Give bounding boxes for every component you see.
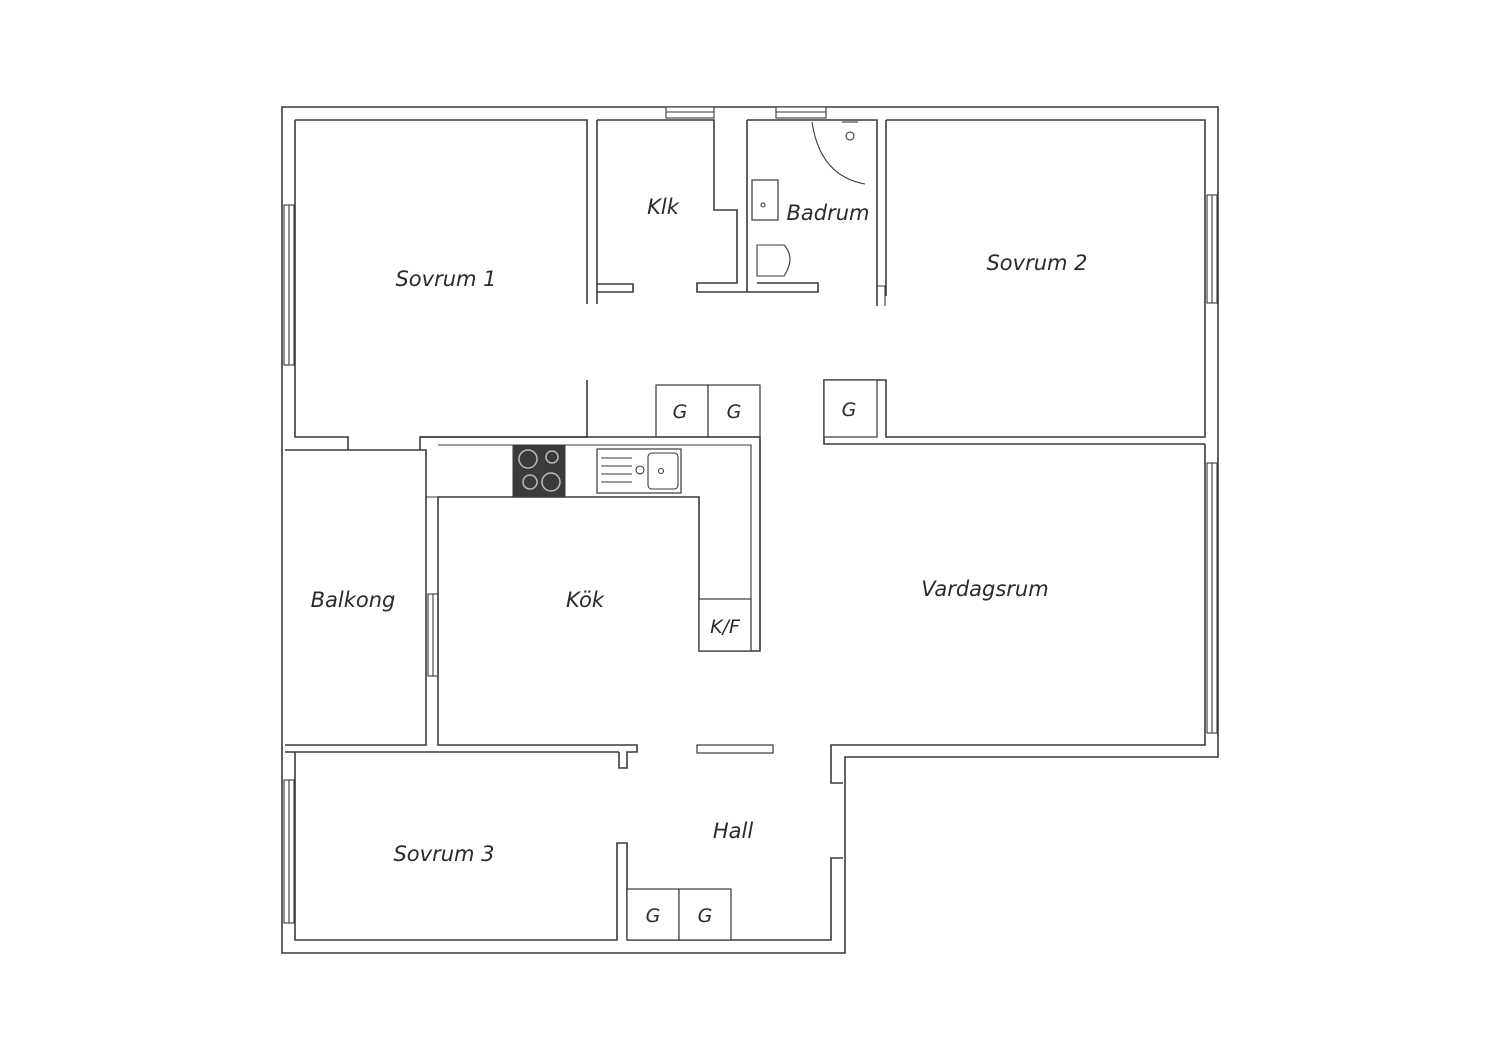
shower-head-icon bbox=[845, 131, 855, 141]
wardrobe-label: G bbox=[646, 905, 661, 927]
wardrobe bbox=[626, 888, 680, 941]
windows bbox=[283, 106, 1218, 924]
room-klk: Klk bbox=[596, 119, 748, 304]
room-balkong: Balkong bbox=[285, 449, 427, 746]
room-sovrum-1: Sovrum 1 bbox=[294, 119, 588, 450]
wardrobe-label: G bbox=[673, 401, 688, 423]
room-label-klk: Klk bbox=[647, 195, 680, 219]
room-label-kok: Kök bbox=[566, 588, 605, 612]
room-badrum: Badrum bbox=[747, 119, 886, 306]
room-sovrum-2: Sovrum 2 bbox=[823, 119, 1206, 445]
wardrobe-label: G bbox=[842, 399, 857, 421]
outer-walls bbox=[281, 106, 1219, 954]
toilet-icon bbox=[756, 244, 791, 277]
room-vardagsrum: Vardagsrum bbox=[696, 444, 1206, 784]
wardrobes-upper: G G G bbox=[655, 379, 878, 438]
wardrobe-label: G bbox=[727, 401, 742, 423]
fridge-freezer-label: K/F bbox=[710, 616, 741, 638]
wardrobe bbox=[678, 888, 732, 941]
room-label-balkong: Balkong bbox=[311, 588, 396, 612]
sink-icon bbox=[751, 179, 779, 221]
room-label-sovrum-3: Sovrum 3 bbox=[393, 842, 494, 866]
room-label-hall: Hall bbox=[713, 819, 753, 843]
shower-door-icon bbox=[811, 121, 866, 185]
room-sovrum-3: Sovrum 3 bbox=[285, 751, 628, 941]
room-kok: K/F Kök bbox=[420, 436, 761, 769]
room-label-sovrum-1: Sovrum 1 bbox=[395, 267, 496, 291]
room-label-sovrum-2: Sovrum 2 bbox=[986, 251, 1087, 275]
wardrobe bbox=[823, 379, 878, 438]
fridge-freezer bbox=[698, 598, 752, 652]
kitchen-sink-icon bbox=[596, 448, 682, 494]
room-hall: G G Hall bbox=[626, 819, 843, 941]
room-label-vardagsrum: Vardagsrum bbox=[921, 577, 1048, 601]
wardrobe-label: G bbox=[698, 905, 713, 927]
room-label-badrum: Badrum bbox=[786, 201, 869, 225]
